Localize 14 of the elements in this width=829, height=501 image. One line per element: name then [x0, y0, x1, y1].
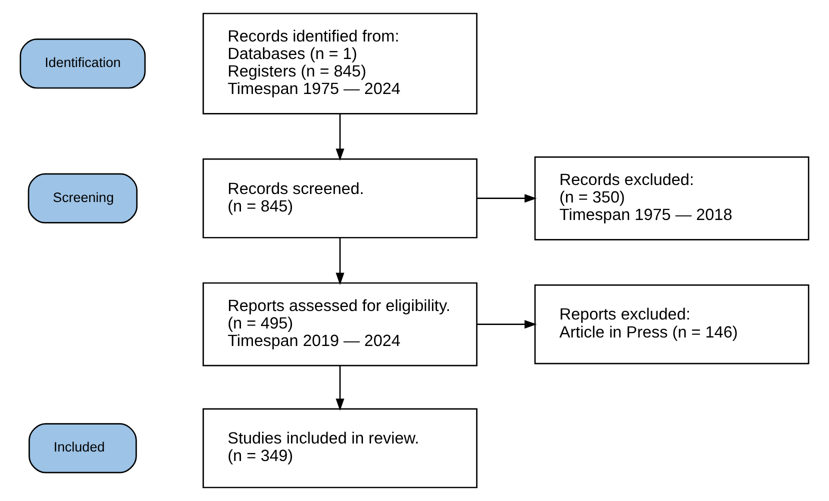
arrow: [336, 114, 344, 161]
node-box: Screening: [28, 173, 138, 224]
node-box: Reports excluded: Article in Press (n = 146): [534, 284, 810, 364]
node-box: Identification: [20, 38, 146, 89]
arrow: [477, 320, 537, 329]
node-box: Records identified from: Databases (n = 1) Registers (n = 845) Timespan 1975 — 2024: [202, 12, 478, 114]
node-box: Included: [28, 423, 137, 474]
node-box: Records screened. (n = 845): [202, 158, 478, 238]
node-box: Reports assessed for eligibility. (n = 495) Timespan 2019 — 2024: [202, 282, 478, 366]
node-box: Studies included in review. (n = 349): [202, 408, 478, 488]
arrow: [336, 366, 344, 411]
arrow: [336, 238, 344, 285]
node-box: Records excluded: (n = 350) Timespan 1975 — 2018: [534, 156, 810, 240]
arrow: [477, 194, 537, 203]
